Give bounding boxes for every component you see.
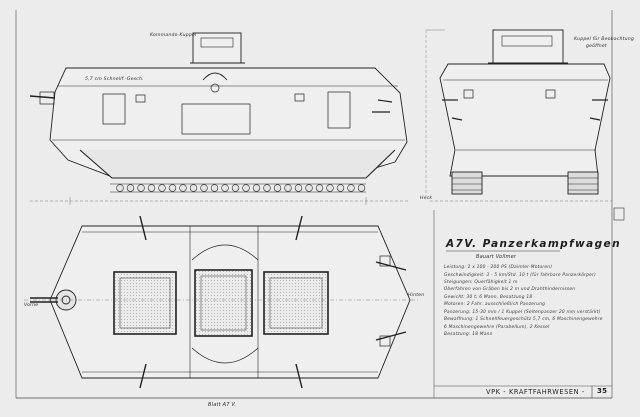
front-note-2: geöffnet — [586, 44, 607, 49]
spec-line: Bewaffnung: 1 Schnellfeuergeschütz 5,7 c… — [444, 317, 603, 322]
cupola-annotation: Kommando-Kuppel — [150, 33, 197, 38]
spec-line: Motoren: 2 Fahr. ausschließlich Panzerun… — [444, 302, 546, 307]
spec-line: 6 Maschinengewehre (Parabellum), 2 Kesse… — [444, 325, 550, 330]
figure-mark: Blatt A7 V. — [208, 402, 237, 408]
road-wheel — [126, 184, 135, 192]
road-wheel — [326, 184, 334, 192]
top-left-label: Vorne — [24, 303, 39, 308]
front-view — [425, 29, 612, 202]
side-road-wheels — [116, 184, 366, 192]
side-view — [29, 32, 408, 193]
road-wheel — [294, 184, 303, 192]
road-wheel — [147, 184, 156, 192]
spec-line: Besatzung: 18 Mann — [444, 332, 493, 337]
spec-line: Panzerung: 15-30 mm / 1 Kuppel (Seitenpa… — [444, 310, 601, 315]
top-view — [24, 215, 420, 389]
top-hatch-rear — [263, 271, 329, 335]
road-wheel — [273, 184, 282, 192]
front-cupola — [492, 29, 564, 64]
footer-stamp: VPK - KRAFTFAHRWESEN - — [486, 388, 585, 396]
spec-line: Geschwindigkeit: 3 - 5 km/Std. 10 t (für… — [444, 273, 596, 278]
road-wheel — [221, 184, 229, 192]
road-wheel — [179, 184, 187, 192]
road-wheel — [189, 184, 198, 192]
front-note-1: Kuppel für Beobachtung — [574, 37, 634, 42]
page-number: 35 — [597, 387, 608, 395]
road-wheel — [263, 184, 271, 192]
road-wheel — [116, 184, 124, 192]
spec-line: Leistung: 2 x 100 - 200 PS (Daimler-Moto… — [444, 265, 553, 270]
document-subtitle: Bauart Vollmer — [476, 254, 517, 260]
road-wheel — [200, 184, 208, 192]
top-hatch-middle — [194, 269, 253, 337]
spec-line: Überfahren von Gräben bis 2 m und Drahth… — [444, 287, 576, 292]
road-wheel — [357, 184, 366, 192]
road-wheel — [252, 184, 261, 192]
road-wheel — [336, 184, 345, 192]
road-wheel — [315, 184, 324, 192]
front-track-right — [567, 171, 599, 195]
side-track — [79, 149, 396, 179]
road-wheel — [231, 184, 240, 192]
front-hull — [439, 63, 611, 177]
spec-line: Steigungen: Querfähigkeit 1 m — [444, 280, 518, 285]
road-wheel — [284, 184, 292, 192]
road-wheel — [137, 184, 145, 192]
document-title: A7V. Panzerkampfwagen — [446, 238, 621, 250]
side-cupola — [192, 32, 242, 64]
road-wheel — [347, 184, 355, 192]
side-main-gun — [29, 95, 56, 99]
road-wheel — [168, 184, 177, 192]
side-door — [181, 103, 251, 135]
side-gun-annotation: 5,7 cm Schnellf.-Gesch. — [85, 77, 144, 82]
road-wheel — [242, 184, 250, 192]
top-right-label: Hinten — [408, 293, 425, 298]
road-wheel — [305, 184, 313, 192]
spec-line: Gewicht: 30 t; 6 Mann, Besatzung 18 — [444, 295, 533, 300]
road-wheel — [210, 184, 219, 192]
rear-label: Heck — [420, 196, 433, 201]
top-hatch-front — [113, 271, 177, 335]
front-track-left — [451, 171, 483, 195]
road-wheel — [158, 184, 166, 192]
